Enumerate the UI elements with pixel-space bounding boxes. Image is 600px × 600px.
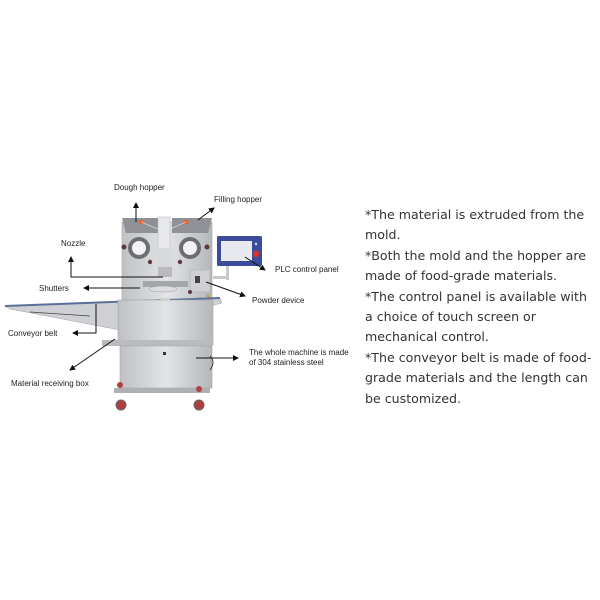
shutters <box>143 281 192 294</box>
label-powder-device: Powder device <box>252 296 305 305</box>
feature-list: *The material is extruded from the mold.… <box>365 205 597 409</box>
rollers <box>121 237 210 277</box>
label-shutters: Shutters <box>39 284 69 293</box>
label-plc-control-panel: PLC control panel <box>275 265 339 274</box>
label-filling-hopper: Filling hopper <box>214 195 263 204</box>
annotation-arrows <box>68 202 266 371</box>
feature-item: *The material is extruded from the mold. <box>365 207 585 243</box>
feature-item: *The control panel is available with a c… <box>365 288 587 345</box>
powder-device <box>189 269 211 298</box>
hoppers <box>122 216 212 250</box>
caster-wheels <box>115 382 205 411</box>
feature-item: *The conveyor belt is made of food-grade… <box>365 349 592 406</box>
label-material-receiving-box: Material receiving box <box>11 379 89 388</box>
label-dough-hopper: Dough hopper <box>114 183 165 192</box>
plc-control-panel <box>213 236 262 280</box>
label-nozzle: Nozzle <box>61 239 86 248</box>
label-conveyor-belt: Conveyor belt <box>8 329 58 338</box>
feature-item: *Both the mold and the hopper are made o… <box>365 247 587 284</box>
machine-lower-cabinet <box>102 299 214 393</box>
label-stainless-steel: The whole machine is made of 304 stainle… <box>249 348 349 367</box>
